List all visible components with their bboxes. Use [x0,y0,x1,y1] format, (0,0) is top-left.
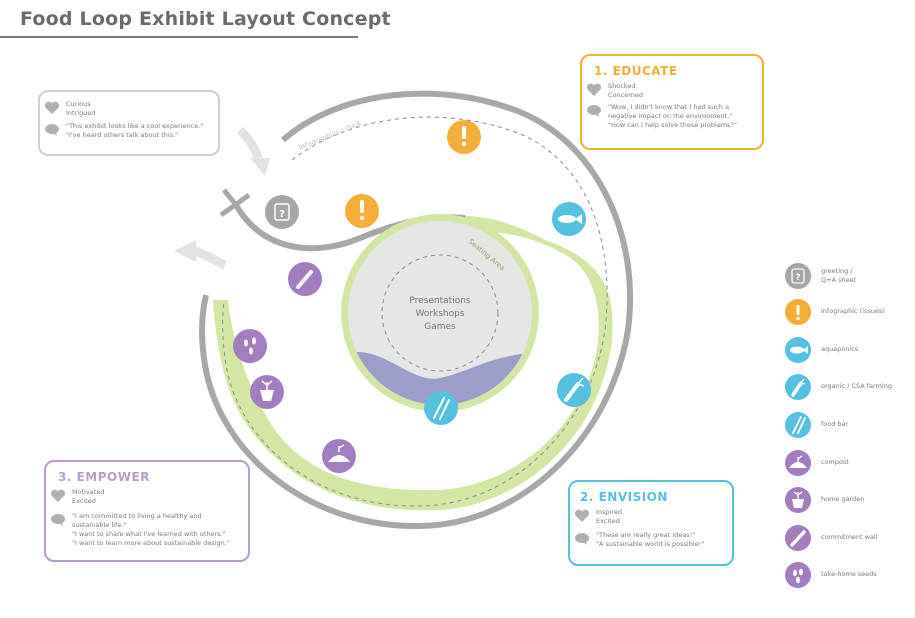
feeling-1: Motivated [72,488,105,496]
educate-heading: 1. EDUCATE [594,64,678,78]
quote-1: "These are really great ideas!" [596,531,696,539]
envision-feelings: Inspired Excited [570,508,732,526]
intro-quotes: "This exhibit looks like a cool experien… [40,122,218,140]
svg-text:?: ? [279,209,285,220]
educate-card: 1. EDUCATE Shocked Concerned "Wow, I did… [580,54,764,150]
heart-icon [574,509,590,522]
dashed-guide [222,116,608,507]
quote-4: "I want to learn more about sustainable … [72,539,230,547]
chopsticks-icon [785,412,811,438]
legend-label: infographic (issues) [821,307,885,315]
feeling-2: Excited [596,517,620,525]
legend-item-greeting: ? greeting / Q+A sheet [785,263,915,289]
legend-item-infographic: infographic (issues) [785,299,915,325]
center-line-2: Workshops [415,309,464,319]
legend-item-compost: compost [785,450,915,476]
envision-heading: 2. ENVISION [580,490,668,504]
educate-quotes: "Wow, I didn't know that I had such a ne… [582,103,762,130]
station-question-icon: ? [265,195,299,229]
legend-label: compost [821,458,849,466]
quote-2: negative impact on the environment." [608,112,733,120]
feeling-2: Concerned [608,91,644,99]
svg-text:?: ? [795,273,800,283]
empower-heading: 3. EMPOWER [58,470,150,484]
heart-icon [50,489,66,502]
heart-icon [44,101,60,114]
legend-label: organic / CSA farming [821,382,892,390]
feeling-2: Excited [72,497,96,505]
question-icon: ? [785,263,811,289]
quote-3: "How can I help solve these problems?" [608,121,738,129]
legend-item-aquaponics: aquaponics [785,337,915,363]
empower-feelings: Motivated Excited [46,488,248,506]
legend-item-food-bar: food bar [785,412,915,438]
pencil-icon [785,525,811,551]
title-underline [0,36,358,38]
quote-1: "This exhibit looks like a cool experien… [66,122,204,130]
outer-ring [199,90,634,530]
speech-bubble-icon [45,124,59,136]
quote-1: "I am committed to living a healthy and [72,512,202,520]
station-exclamation-icon-2 [447,120,481,154]
garden-pot-icon [785,487,811,513]
speech-bubble-icon [587,105,601,117]
intro-card: Curious Intrigued "This exhibit looks li… [38,90,220,156]
center-line-3: Games [424,322,456,332]
feeling-2: Intrigued [66,109,96,117]
compost-icon [785,450,811,476]
speech-bubble-icon [51,514,65,526]
feeling-1: Shocked [608,82,636,90]
station-pencil-icon [288,262,322,296]
quote-1: "Wow, I didn't know that I had such a [608,103,730,111]
quote-2: "I've heard others talk about this." [66,131,179,139]
feeling-1: Inspired [596,508,623,516]
center-line-1: Presentations [409,296,471,306]
legend-item-home-garden: home garden [785,487,915,513]
legend-label: commitment wall [821,533,878,541]
legend-label: food bar [821,420,849,428]
envision-card: 2. ENVISION Inspired Excited "These are … [568,480,734,566]
carrot-icon [785,374,811,400]
speech-bubble-icon [575,533,589,545]
station-carrot-icon [557,373,591,407]
page-title: Food Loop Exhibit Layout Concept [20,8,391,30]
station-compost-icon [322,439,356,473]
legend-item-farming: organic / CSA farming [785,374,915,400]
station-fish-icon [552,202,586,236]
fish-icon [785,337,811,363]
quote-2: "A sustainable world is possible!" [596,540,705,548]
station-exclamation-icon-1 [345,194,379,228]
exit-arrow [174,240,227,270]
legend-item-seeds: take-home seeds [785,562,915,588]
quote-2: sustainable life." [72,521,127,529]
seeds-icon [785,562,811,588]
legend-label: aquaponics [821,345,859,353]
legend-label: greeting / [821,267,853,275]
empower-card: 3. EMPOWER Motivated Excited "I am commi… [44,460,250,562]
legend-label: home garden [821,495,865,503]
entrance-gate [219,188,251,218]
quote-3: "I want to share what I've learned with … [72,530,226,538]
exclamation-icon [785,299,811,325]
legend-label: take-home seeds [821,570,877,578]
legend-item-commitment-wall: commitment wall [785,525,915,551]
station-chopsticks-icon [424,391,458,425]
feeling-1: Curious [66,100,91,108]
empower-quotes: "I am committed to living a healthy and … [46,512,248,548]
heart-icon [586,83,602,96]
station-seeds-icon [233,329,267,363]
legend-label-2: Q+A sheet [821,276,857,284]
envision-quotes: "These are really great ideas!" "A susta… [570,531,732,549]
entry-arrow [236,126,270,176]
station-garden-pot-icon [250,375,284,409]
educate-feelings: Shocked Concerned [582,82,762,100]
intro-feelings: Curious Intrigued [40,100,218,118]
